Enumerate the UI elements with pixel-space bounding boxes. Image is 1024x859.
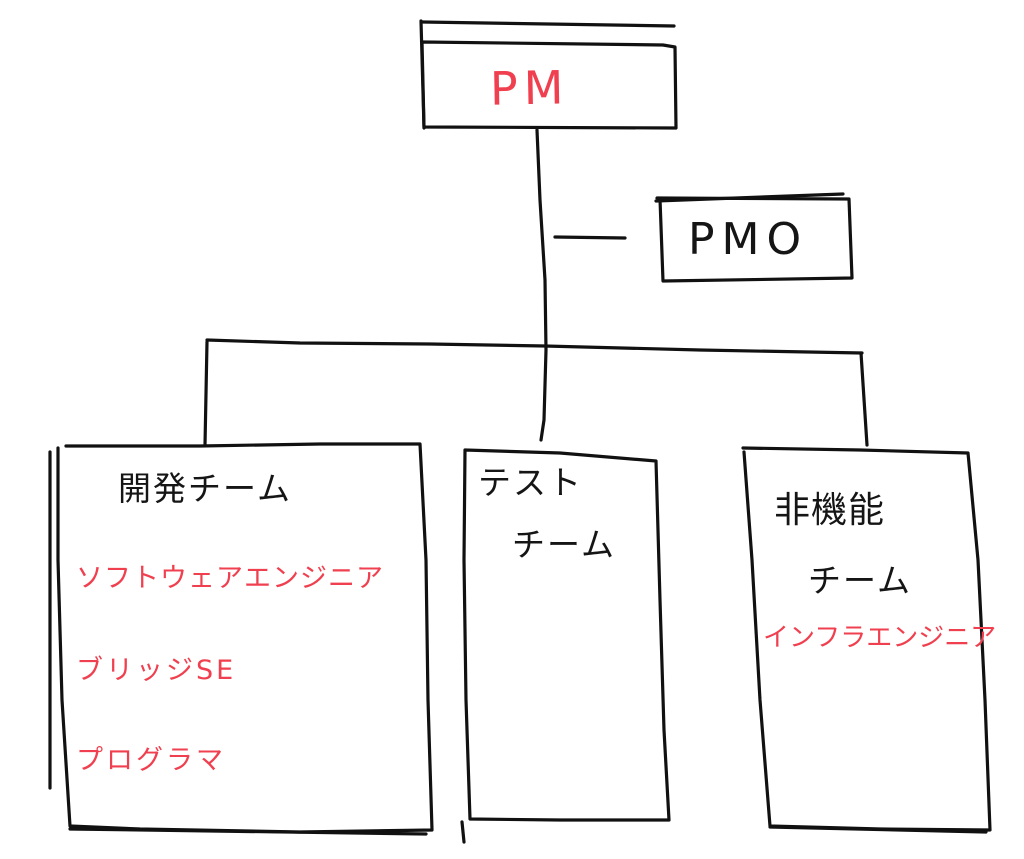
dev-team-role-programmer: プログラマ [76, 745, 226, 776]
drop-dev-team [203, 340, 209, 447]
nf-team-title-line-1: 非機能 [774, 490, 886, 531]
test-team-box [462, 448, 671, 822]
nf-team-role-infra-engineer: インフラエンジニア [763, 623, 997, 653]
pm-box-top-tick [421, 20, 676, 28]
nf-team-box-bottom-tick [768, 825, 988, 834]
pm-box-left-tick [419, 19, 426, 130]
dev-team-role-bridge-se: ブリッジSE [76, 655, 237, 686]
test-team-title-line-1: テスト [478, 463, 583, 502]
dev-team-role-software-engineer: ソフトウェアエンジニア [76, 563, 384, 594]
pmo-node-label: PMO [688, 214, 809, 265]
test-team-title-line-2: チーム [512, 525, 617, 564]
nf-team-box [741, 446, 992, 832]
dev-team-title: 開発チーム [118, 469, 293, 508]
drop-nf-team [859, 351, 869, 447]
pmo-connector [553, 235, 627, 240]
pmo-box-top-tick [654, 192, 845, 203]
test-team-box-bottom-tick [460, 820, 466, 844]
trunk-line [535, 128, 548, 442]
team-bus-line [205, 338, 864, 355]
nf-team-title-line-2: チーム [808, 561, 913, 600]
pmo-box [655, 196, 854, 283]
pm-node-label: PM [489, 60, 570, 116]
dev-team-box-bottom-tick [68, 827, 428, 836]
dev-team-box [56, 442, 434, 834]
